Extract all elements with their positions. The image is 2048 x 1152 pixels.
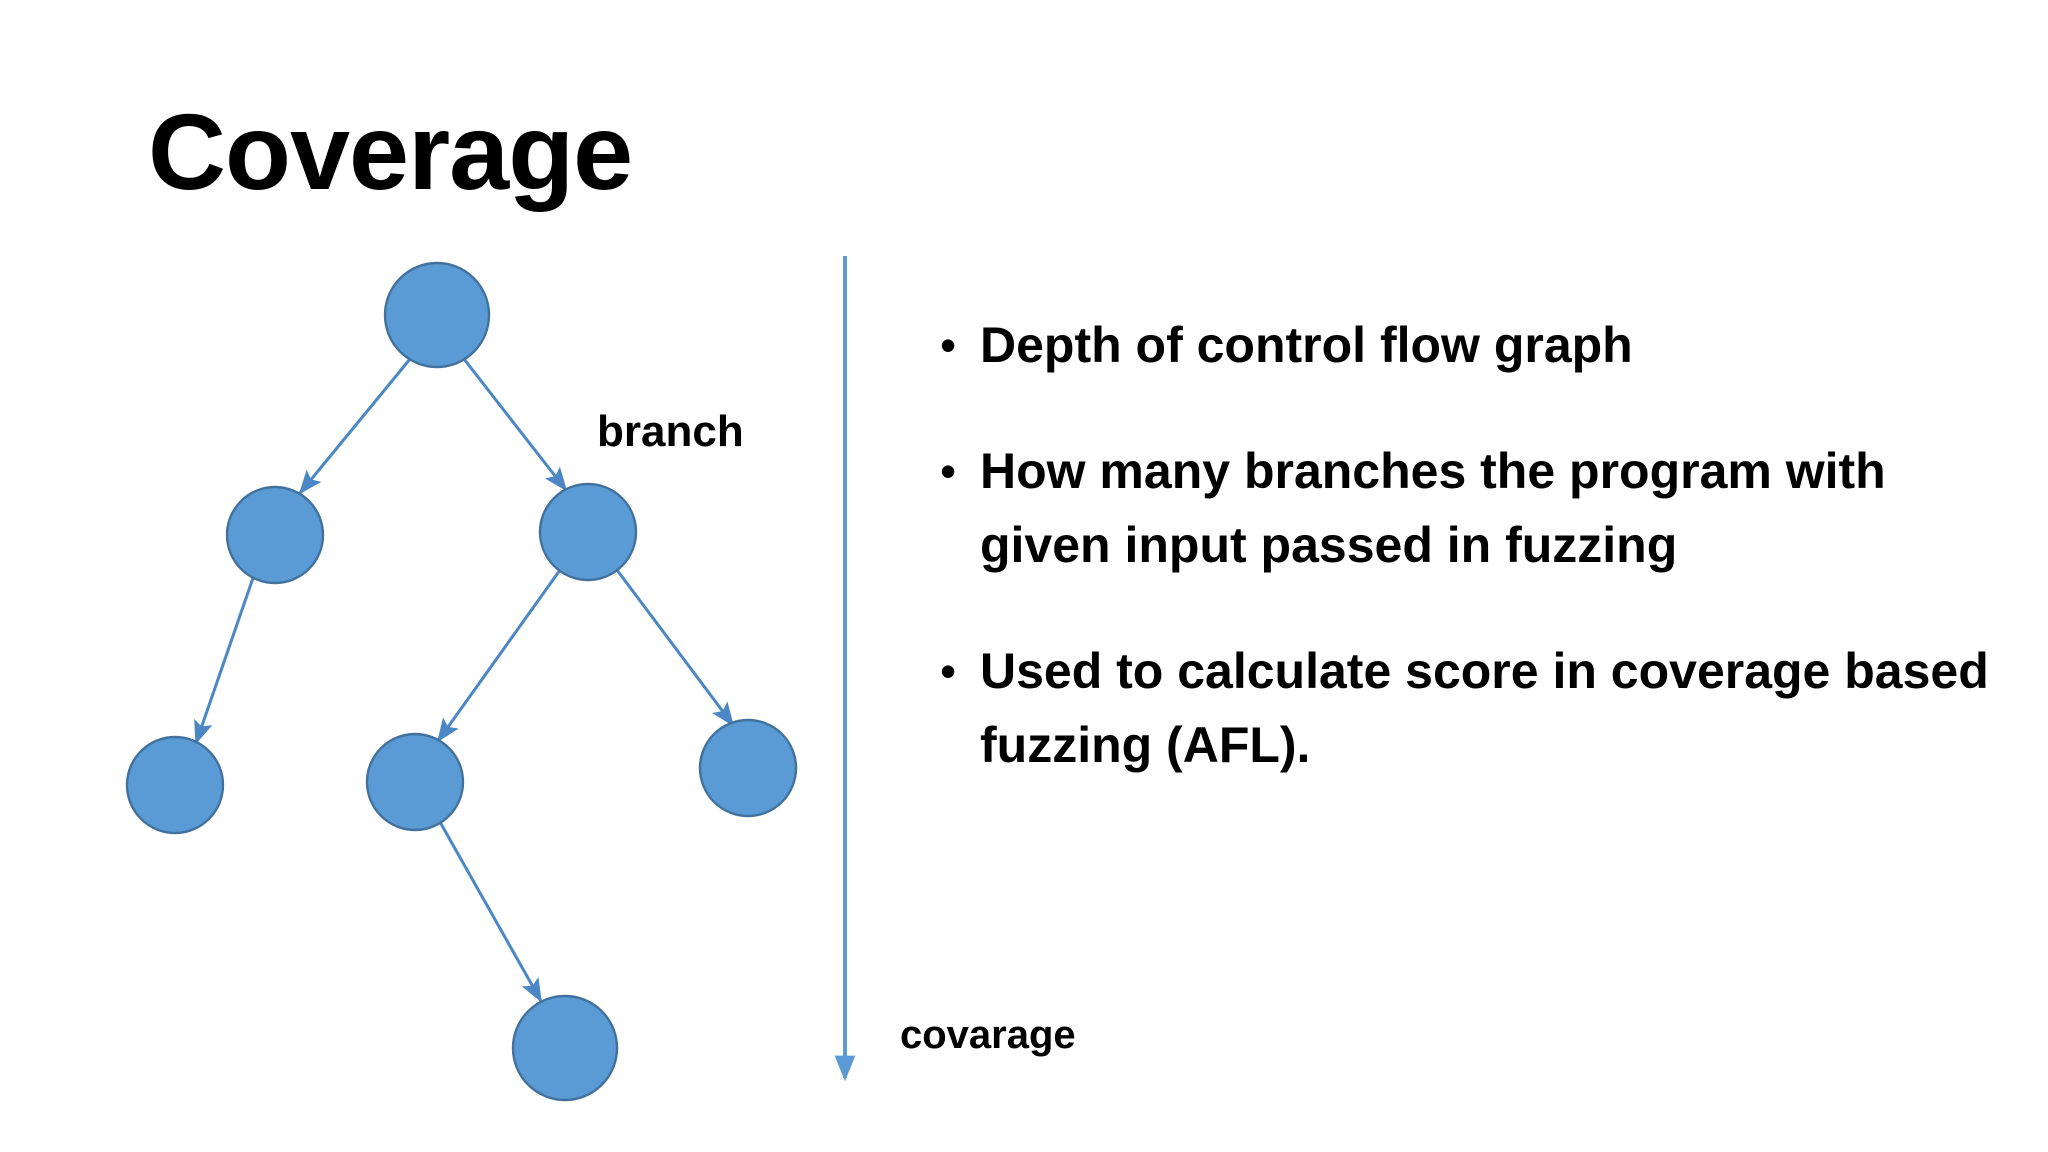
bullet-text-3: Used to calculate score in coverage base…: [980, 643, 1989, 773]
bullet-item-1: • Depth of control flow graph: [940, 308, 2030, 382]
tree-node-root[interactable]: [383, 261, 491, 369]
tree-node-l2-left[interactable]: [225, 485, 325, 585]
bullet-item-2: • How many branches the program with giv…: [940, 434, 2030, 582]
edge-l2right-to-l3-mid: [436, 569, 562, 743]
tree-svg: [125, 256, 856, 1102]
tree-nodes: [125, 261, 798, 1102]
control-flow-graph-diagram: branch covarage: [0, 0, 1076, 1152]
edge-l2right-to-l3-right: [615, 569, 735, 727]
branch-label: branch: [597, 407, 744, 456]
page-title: Coverage: [148, 91, 633, 212]
edge-l3mid-to-l4-bottom: [438, 821, 543, 1003]
tree-edges: [194, 358, 735, 1003]
bullet-item-3: • Used to calculate score in coverage ba…: [940, 634, 2030, 782]
bullet-list: • Depth of control flow graph • How many…: [940, 308, 2030, 782]
bullet-text-1: Depth of control flow graph: [980, 317, 1633, 373]
tree-node-l3-right[interactable]: [698, 718, 798, 818]
edge-root-to-l2-left: [298, 358, 412, 495]
tree-node-l2-right[interactable]: [538, 482, 638, 582]
edge-root-to-l2-right: [462, 358, 568, 492]
tree-node-l4-bottom[interactable]: [511, 994, 619, 1102]
bullet-marker-icon: •: [940, 445, 957, 497]
bullet-marker-icon: •: [940, 319, 957, 371]
covarage-label: covarage: [900, 1013, 1076, 1057]
tree-node-l3-left[interactable]: [125, 735, 225, 835]
bullet-text-2: How many branches the program with given…: [980, 443, 1886, 573]
edge-l2left-to-l3-left: [194, 577, 255, 745]
bullet-marker-icon: •: [940, 645, 957, 697]
tree-node-l3-mid[interactable]: [365, 732, 465, 832]
